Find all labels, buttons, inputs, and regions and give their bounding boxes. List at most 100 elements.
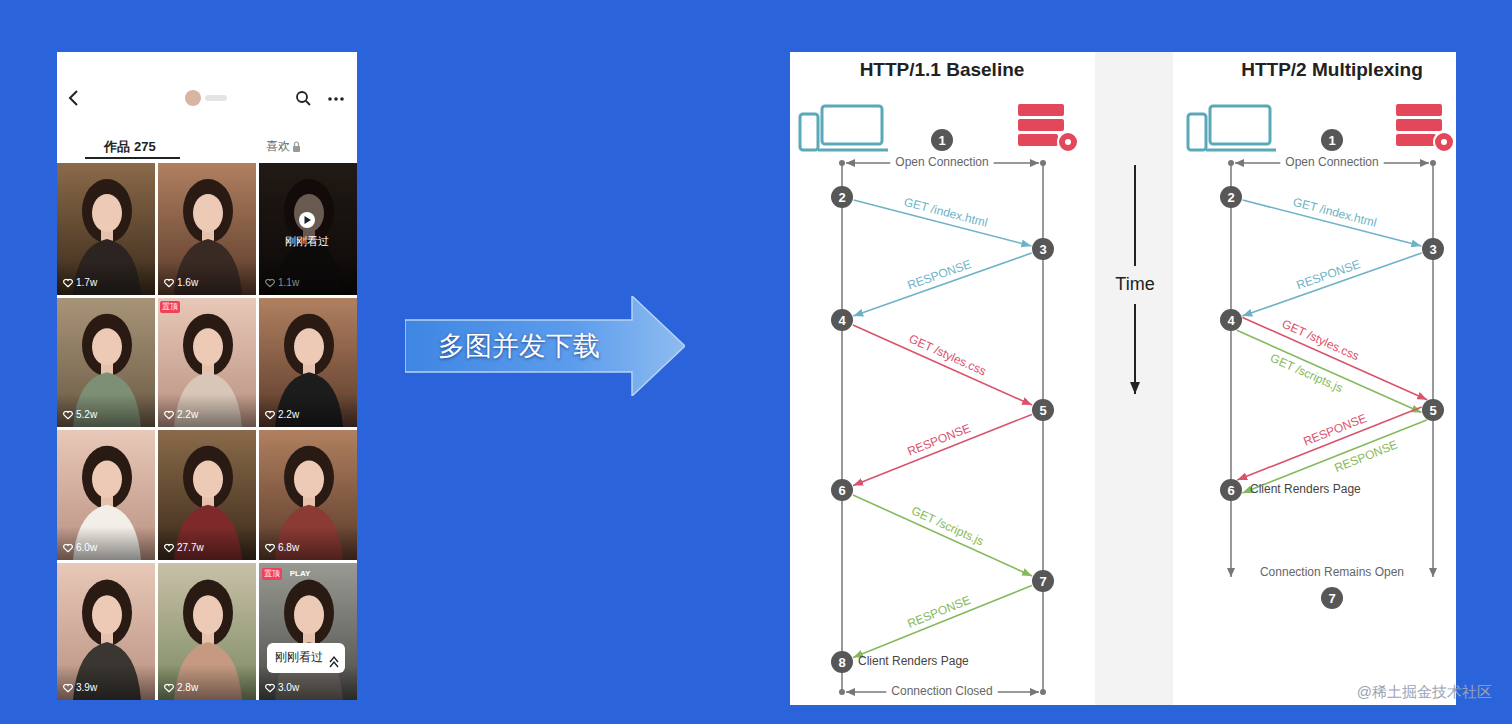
server-icon xyxy=(1396,119,1442,131)
phone-screen xyxy=(57,52,357,700)
arrow-body xyxy=(405,296,685,396)
message-label: GET /scripts.js xyxy=(909,504,985,547)
time-arrow xyxy=(1134,165,1136,266)
callout-number: 5 xyxy=(1039,404,1046,417)
message-label: RESPONSE xyxy=(905,593,971,629)
step-circle: 7 xyxy=(1032,570,1054,592)
callout-number: 1 xyxy=(938,134,945,147)
pin-badge xyxy=(262,568,282,580)
gear-icon xyxy=(1434,132,1454,152)
viewed-pill-text: 刚刚看过 xyxy=(275,651,323,665)
lifeline-dot xyxy=(1430,160,1436,166)
like-count: 6.0w xyxy=(76,542,97,554)
circle-number-box: 3 xyxy=(1039,243,1046,256)
viewed-overlay xyxy=(259,163,357,295)
pin-badge-text: 置顶 xyxy=(162,302,178,311)
like-count: 1.6w xyxy=(177,277,198,289)
step-circle: 1 xyxy=(1321,129,1343,151)
like-icon xyxy=(64,279,72,286)
connection-note: Connection Remains Open xyxy=(1260,566,1404,580)
client-icon xyxy=(800,114,818,150)
server-lifeline xyxy=(1432,163,1434,577)
photo-figure xyxy=(158,580,256,700)
circle-number-box: 6 xyxy=(838,484,845,497)
callout-number: 8 xyxy=(838,656,845,669)
more-icon xyxy=(328,97,332,101)
circle-number-box: 4 xyxy=(1227,314,1234,327)
photo-figure xyxy=(259,446,357,560)
circle-number-box: 8 xyxy=(838,656,845,669)
like-icon xyxy=(165,684,173,691)
like-icon xyxy=(165,544,173,551)
photo-figure xyxy=(57,446,155,560)
gear-icon xyxy=(1058,132,1078,152)
client-icon xyxy=(818,149,888,152)
like-icon xyxy=(266,279,274,286)
like-count: 2.2w xyxy=(177,409,198,421)
message-label: GET /index.html xyxy=(902,196,988,229)
like-count: 27.7w xyxy=(177,542,204,554)
message-label: RESPONSE xyxy=(1333,438,1399,474)
callout-number: 1 xyxy=(1328,134,1335,147)
photo-cell xyxy=(57,430,155,560)
step-circle: 7 xyxy=(1321,587,1343,609)
diagram-panel xyxy=(790,52,1456,705)
circle-number-box: 4 xyxy=(838,314,845,327)
blurred-name xyxy=(205,95,227,101)
server-icon xyxy=(1018,134,1058,146)
photo-figure xyxy=(259,314,357,427)
circle-number-box: 1 xyxy=(1328,134,1335,147)
step-circle: 3 xyxy=(1422,238,1444,260)
arrow-caption: 多图并发下载 xyxy=(405,320,632,372)
tab-underline xyxy=(85,157,180,159)
callout-number: 7 xyxy=(1039,575,1046,588)
message-arrow xyxy=(853,325,1032,405)
watermark: @稀土掘金技术社区 xyxy=(1357,683,1492,700)
tab-label: 作品 275 xyxy=(104,140,155,155)
photo-cell xyxy=(158,163,256,295)
gear-icon xyxy=(1441,139,1447,145)
photo-figure xyxy=(57,179,155,295)
lifeline-dot xyxy=(839,160,845,166)
callout-number: 3 xyxy=(1429,243,1436,256)
photo-figure xyxy=(158,314,256,427)
photo-cell xyxy=(158,430,256,560)
like-icon xyxy=(165,279,173,286)
server-icon xyxy=(1018,104,1064,116)
play-tag: PLAY xyxy=(290,569,311,578)
client-icon xyxy=(1188,114,1206,150)
photo-cell xyxy=(158,563,256,700)
callout-number: 6 xyxy=(838,484,845,497)
circle-number-box: 1 xyxy=(938,134,945,147)
connection-note: Open Connection xyxy=(895,156,988,170)
like-count: 6.8w xyxy=(278,542,299,554)
photo-cell xyxy=(259,430,357,560)
like-icon xyxy=(64,411,72,418)
lifeline-dot xyxy=(839,689,845,695)
search-icon xyxy=(306,101,310,105)
lifeline-dot xyxy=(1040,689,1046,695)
step-note: Client Renders Page xyxy=(858,655,969,669)
pin-badge xyxy=(160,301,180,313)
message-label: GET /styles.css xyxy=(907,332,988,377)
panel-heading: HTTP/1.1 Baseline xyxy=(860,59,1025,81)
play-icon xyxy=(299,212,315,228)
step-circle: 5 xyxy=(1032,399,1054,421)
lifeline-dot xyxy=(1228,160,1234,166)
time-label: Time xyxy=(1115,274,1154,295)
circle-number-box: 2 xyxy=(1227,191,1234,204)
like-icon xyxy=(266,684,274,691)
photo-figure xyxy=(57,314,155,427)
client-lifeline xyxy=(1230,163,1232,577)
lock-icon xyxy=(293,146,300,152)
chevron-icon xyxy=(330,657,338,667)
step-circle: 2 xyxy=(1220,186,1242,208)
callout-number: 4 xyxy=(1227,314,1234,327)
like-icon xyxy=(266,544,274,551)
viewed-pill xyxy=(267,643,345,673)
more-icon xyxy=(340,97,344,101)
circle-number-box: 7 xyxy=(1328,592,1335,605)
message-arrow xyxy=(853,414,1032,485)
photo-cell xyxy=(57,563,155,700)
